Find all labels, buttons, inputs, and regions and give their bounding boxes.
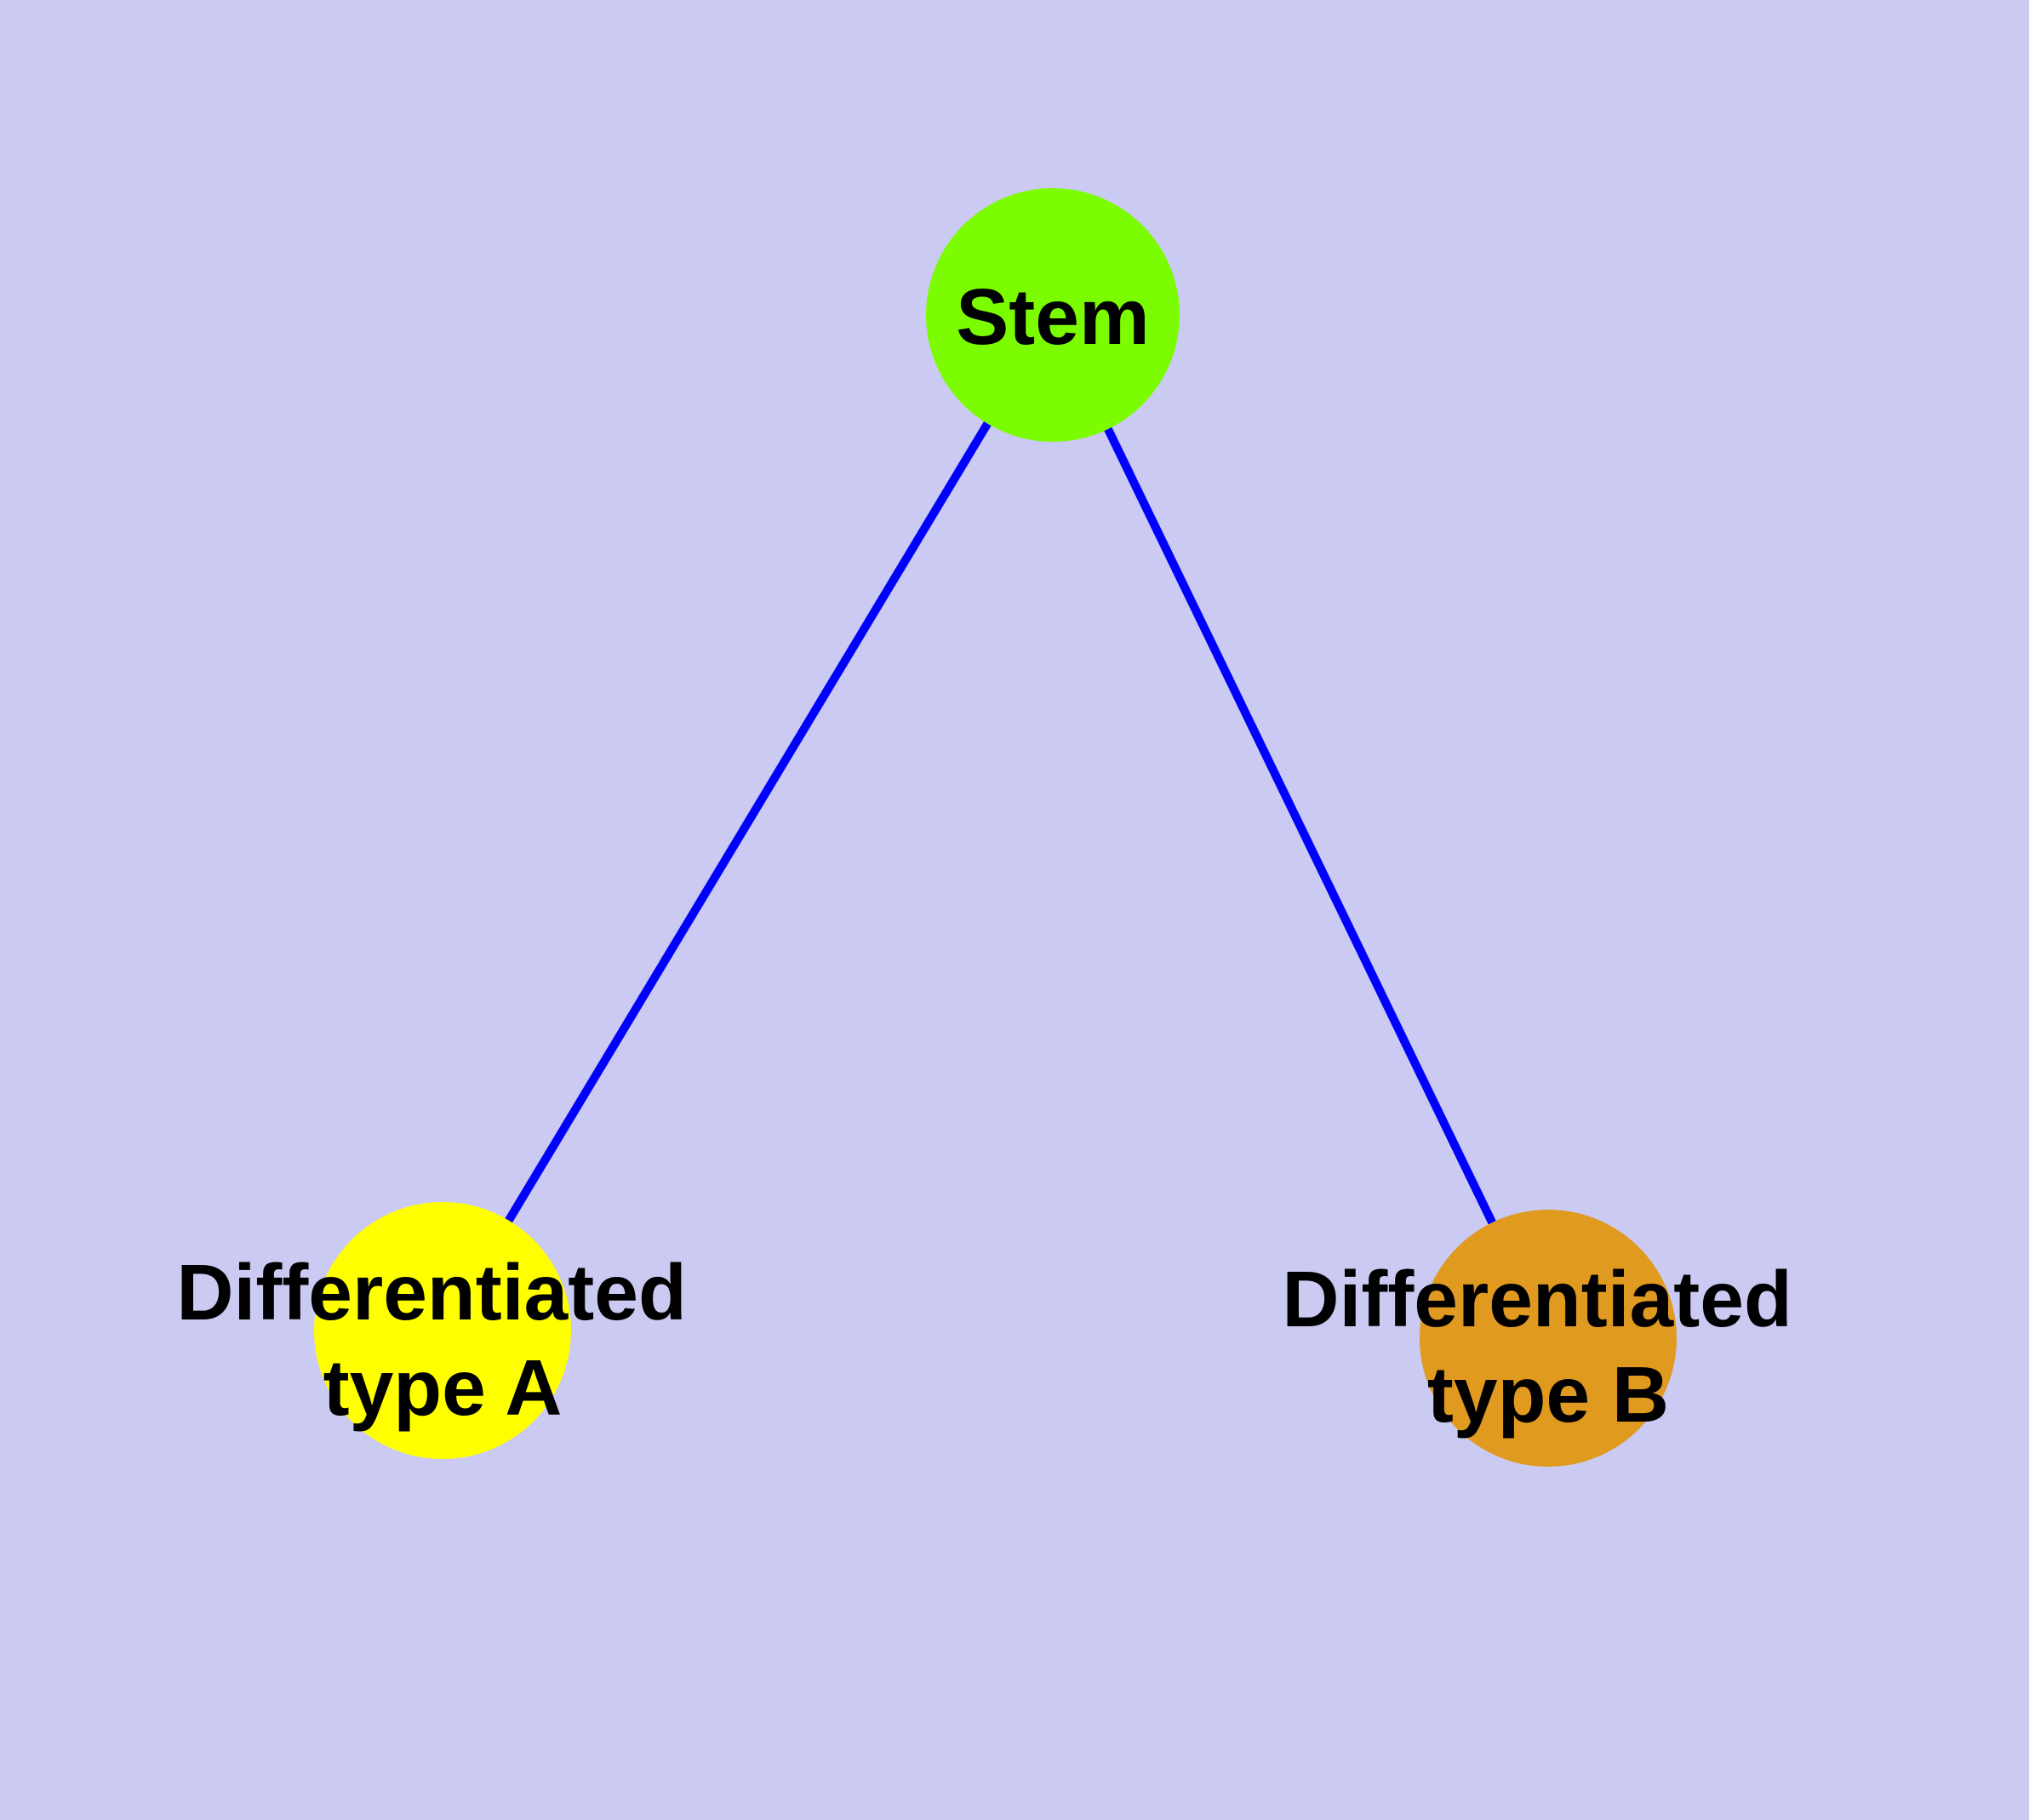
type-b-label-line-1: Differentiated: [1282, 1255, 1792, 1343]
type-b-node-label: Differentiated type B: [1282, 1255, 1814, 1439]
type-b-label-line-2: type B: [1427, 1350, 1669, 1439]
edge-stem-to-type-b: [1049, 312, 1552, 1341]
edge-stem-to-type-a: [438, 312, 1057, 1333]
type-a-label-line-2: type A: [323, 1343, 563, 1432]
type-a-node: [314, 1202, 571, 1459]
stem-node: [926, 188, 1180, 442]
stem-node-label: Stem: [956, 272, 1149, 361]
type-a-node-label: Differentiated type A: [176, 1248, 708, 1432]
type-b-node: [1420, 1210, 1677, 1467]
type-a-label-line-1: Differentiated: [176, 1248, 686, 1336]
